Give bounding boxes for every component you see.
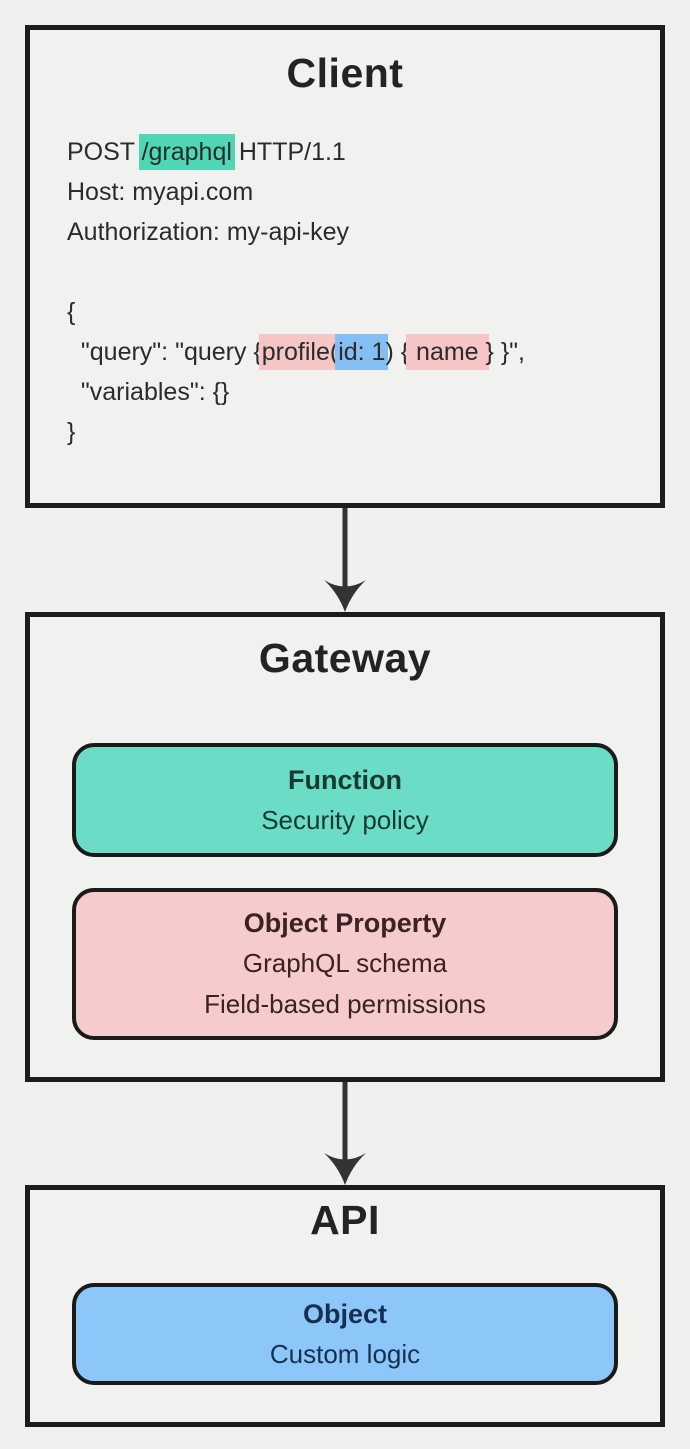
card-line: Security policy [261,804,429,835]
request-text: "query": "query { [67,338,262,366]
request-line: Host: myapi.com [67,172,525,212]
request-line: } [67,412,525,452]
highlight-pink: profile( [258,334,342,370]
flow-arrow-gateway-to-api [323,1082,367,1185]
highlight-blue: id: 1 [335,334,389,370]
highlight-pink: name [406,334,489,370]
request-text: { [67,298,76,326]
request-text: "variables": {} [67,378,230,406]
card-title: Object Property [243,908,447,938]
request-line [67,252,525,292]
card-line: Field-based permissions [204,989,486,1019]
arrow-down-icon [324,508,366,612]
request-line: "variables": {} [67,372,525,412]
request-text: } }", [485,338,525,366]
card-title: Object [302,1298,388,1329]
request-text: } [67,418,76,446]
request-line: Authorization: my-api-key [67,212,525,252]
request-text: HTTP/1.1 [231,138,346,166]
request-line: { [67,292,525,332]
client-title: Client [286,50,404,96]
card-line: Custom logic [269,1338,421,1369]
request-text: Authorization: my-api-key [67,218,350,246]
card-line: GraphQL schema [242,948,448,978]
request-line: "query": "query {profile(id: 1) { name }… [67,332,525,372]
flow-arrow-client-to-gateway [323,508,367,612]
api-title: API [310,1197,380,1243]
request-text: ) { [385,338,410,366]
request-text: Host: myapi.com [67,178,254,206]
card-title: Function [288,764,402,795]
request-text: POST [67,138,142,166]
arrow-down-icon [324,1082,366,1185]
highlight-teal: /graphql [138,134,235,170]
request-line: POST /graphql HTTP/1.1 [67,132,525,172]
gateway-title: Gateway [258,635,432,681]
